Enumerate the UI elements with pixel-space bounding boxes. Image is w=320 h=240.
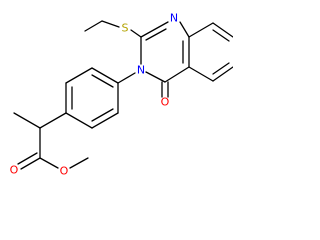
bond-n1-c8a xyxy=(179,21,190,38)
bond-c8a-c8 xyxy=(188,22,214,38)
bond-ph-ch xyxy=(39,112,67,129)
bond-c4-n3 xyxy=(145,71,166,83)
bond-c2-n1 xyxy=(140,21,169,38)
atom-n1: N xyxy=(170,12,178,25)
atom-s: S xyxy=(122,22,129,35)
bond-carbonyl-o xyxy=(20,157,41,170)
bond-c8-c7-double xyxy=(212,29,230,42)
atom-o-ester-carbonyl: O xyxy=(10,164,19,177)
bond-ph-c1-c2-double xyxy=(91,74,114,88)
bond-carbonyl-oester xyxy=(39,157,59,169)
molecule-structure: N N S O O O xyxy=(10,12,233,178)
bond-n3-phenyl xyxy=(117,72,136,84)
bond-c2-n1-double xyxy=(145,28,167,41)
bond-ch-methyl xyxy=(13,112,41,129)
bond-ph-c1-c2 xyxy=(91,67,119,84)
bond-ph-c2-c3 xyxy=(65,67,93,84)
bond-c5-c6-double xyxy=(212,62,230,75)
bond-ph-c5-c6-double xyxy=(91,108,114,122)
atom-labels: N N S O O O xyxy=(10,12,178,178)
bond-ph-c4-c5 xyxy=(65,112,93,129)
bond-oester-methyl xyxy=(69,157,89,169)
bond-ethyl-ch3 xyxy=(84,20,103,32)
bonds xyxy=(13,20,233,170)
bond-ethyl-ch2-s xyxy=(101,20,120,28)
bond-c8-c7 xyxy=(212,22,233,38)
bond-c4a-c4 xyxy=(164,66,190,83)
bond-carbonyl-o-double xyxy=(17,152,38,165)
bond-c4a-c5 xyxy=(188,66,214,82)
atom-o-ketone: O xyxy=(161,96,170,109)
atom-o-ester: O xyxy=(60,165,69,178)
atom-n3: N xyxy=(137,64,145,77)
bond-c5-c6 xyxy=(212,66,233,82)
bond-ph-c5-c6 xyxy=(91,112,119,129)
bond-s-c2 xyxy=(130,29,142,38)
